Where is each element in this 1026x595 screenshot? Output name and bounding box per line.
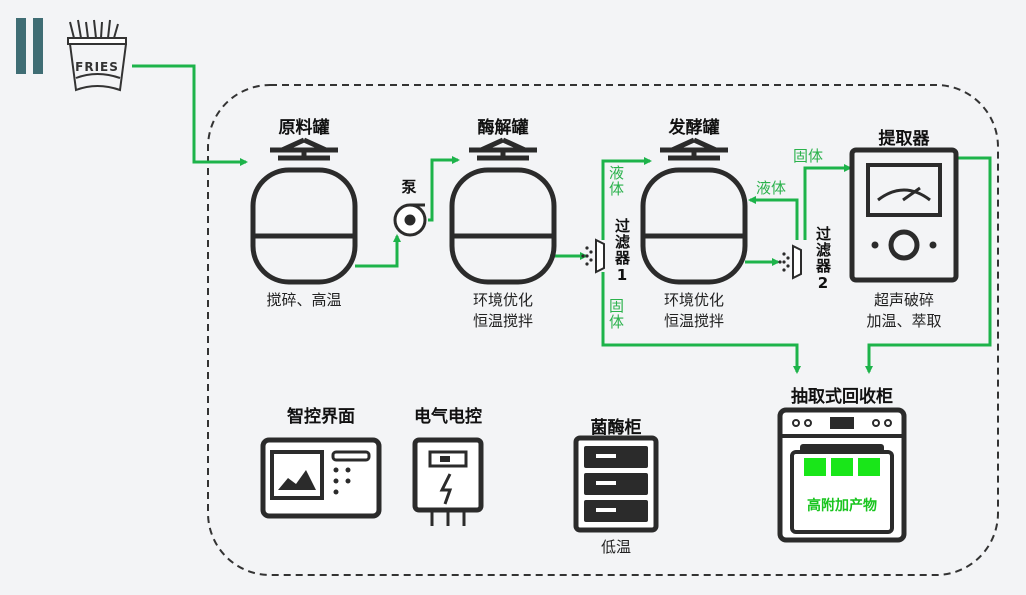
fermentation-tank-title: 发酵罐 <box>668 118 720 138</box>
enzymolysis-caption-1: 环境优化 <box>472 291 533 309</box>
filter2-icon <box>778 244 802 280</box>
raw-tank-title: 原料罐 <box>278 118 330 138</box>
pump-icon <box>393 203 427 237</box>
control-panel-icon <box>260 437 382 519</box>
solid-label-2: 固体 <box>793 147 824 165</box>
culture-cabinet-title: 菌酶柜 <box>590 418 642 438</box>
flow-raw-tank-to-pump <box>355 234 401 268</box>
fries-icon <box>67 19 127 92</box>
system-boundary <box>207 84 999 576</box>
filter1-label: 过滤器1 <box>613 218 631 285</box>
raw-tank-caption: 搅碎、高温 <box>266 291 342 309</box>
fermentation-caption-2: 恒温搅拌 <box>663 312 724 330</box>
server-cabinet-icon <box>573 435 659 533</box>
electric-title: 电气电控 <box>414 407 482 427</box>
liquid-label-2: 液体 <box>756 179 787 197</box>
culture-cabinet-caption: 低温 <box>600 538 631 556</box>
solid-label-1: 固体 <box>607 298 625 330</box>
flow-filter2-liquid <box>748 196 799 240</box>
product-block-3 <box>858 458 880 476</box>
logo-text: FRIES <box>75 60 119 74</box>
electric-box-icon <box>412 437 484 526</box>
accent-bar-left <box>16 18 26 74</box>
filter2-label: 过滤器2 <box>814 226 832 293</box>
pump-label: 泵 <box>401 178 417 196</box>
fermentation-caption-1: 环境优化 <box>663 291 724 309</box>
recovery-cabinet-icon <box>777 407 907 543</box>
extractor-caption-1: 超声破碎 <box>873 291 934 309</box>
flow-logo-to-raw-tank <box>132 64 248 166</box>
flow-extractor-to-cabinet <box>865 156 992 374</box>
extractor-caption-2: 加温、萃取 <box>866 312 942 330</box>
interface-title: 智控界面 <box>287 407 355 427</box>
enzymolysis-tank-icon <box>449 137 557 285</box>
enzymolysis-tank-title: 酶解罐 <box>477 118 529 138</box>
extractor-title: 提取器 <box>878 129 930 149</box>
flow-pump-to-enzymolysis-tank <box>428 156 460 222</box>
enzymolysis-caption-2: 恒温搅拌 <box>472 312 533 330</box>
filter1-icon <box>581 238 605 274</box>
liquid-label-1: 液体 <box>607 165 625 197</box>
product-block-2 <box>831 458 853 476</box>
raw-material-tank-icon <box>250 137 358 285</box>
cabinet-title: 抽取式回收柜 <box>791 387 893 407</box>
accent-bar-right <box>33 18 43 74</box>
cabinet-product-label: 高附加产物 <box>807 498 877 514</box>
fermentation-tank-icon <box>640 137 748 285</box>
extractor-icon <box>849 147 959 283</box>
flow-filter2-solid <box>803 164 852 240</box>
flow-filter1-liquid <box>601 157 652 240</box>
product-block-1 <box>804 458 826 476</box>
flow-filter1-solid <box>601 272 801 374</box>
